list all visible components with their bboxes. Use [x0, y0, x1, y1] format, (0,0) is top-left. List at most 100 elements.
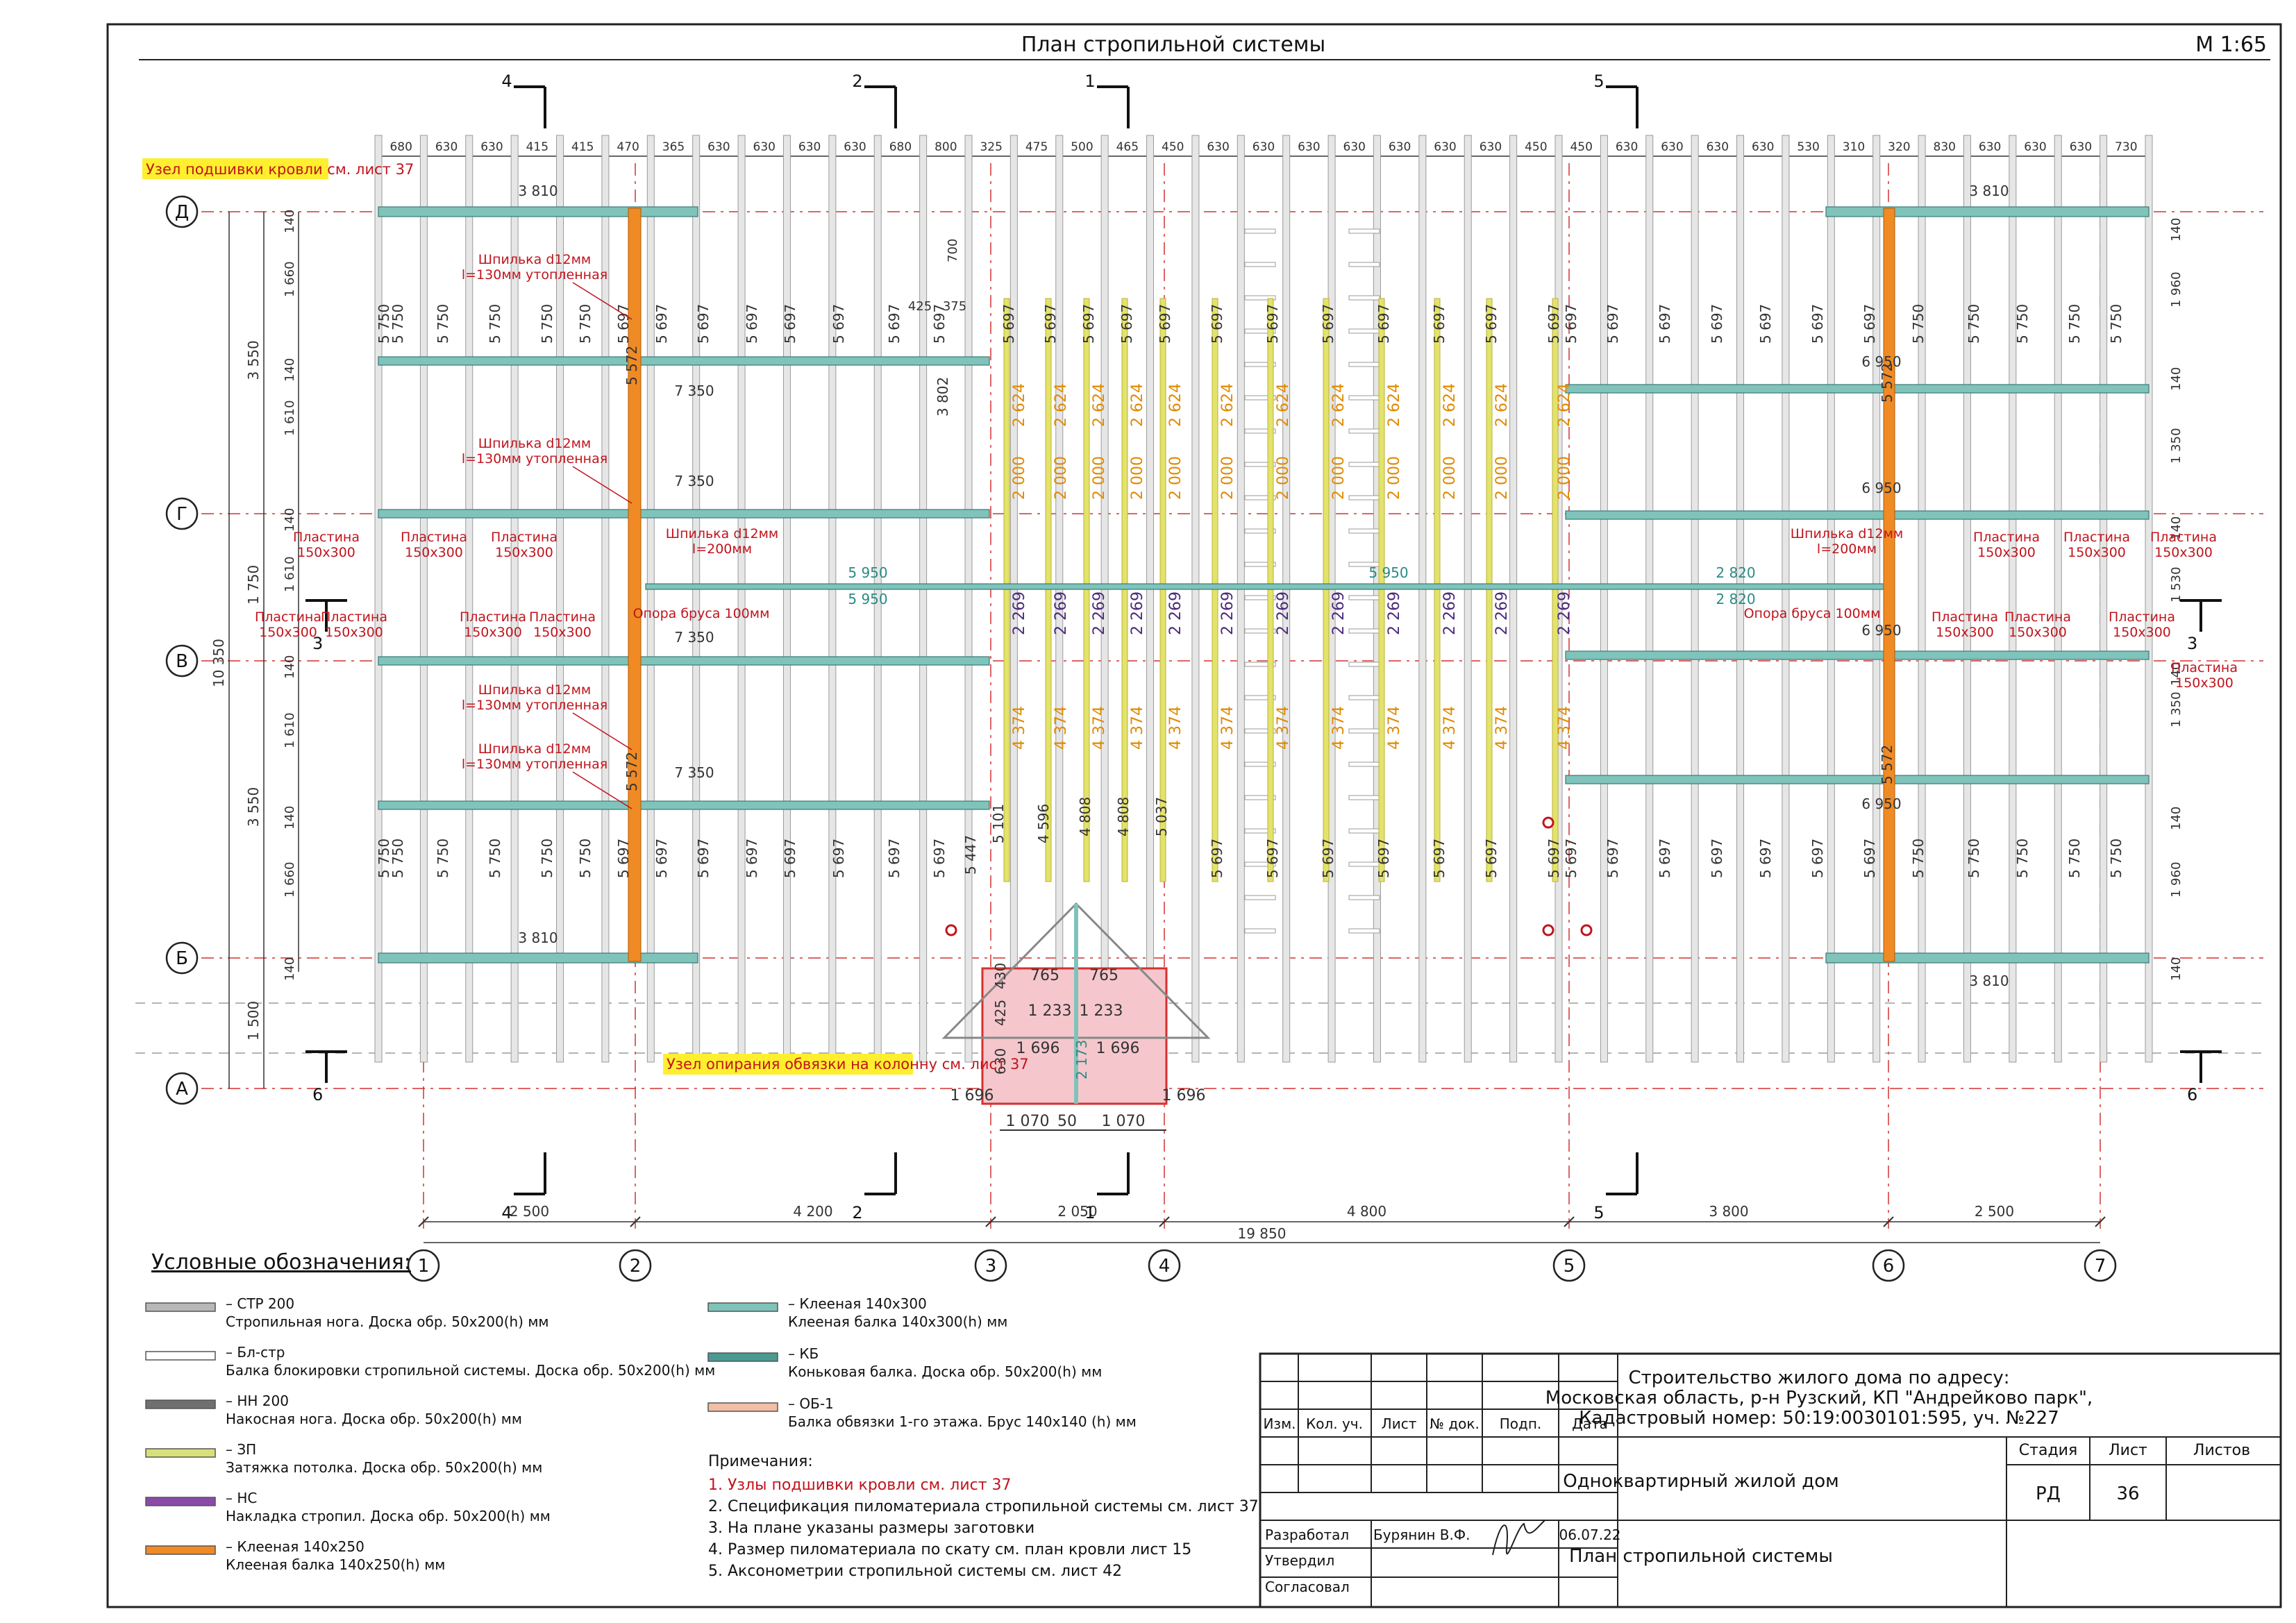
right-dim: 140: [2169, 218, 2184, 242]
rafter-length-top: 5 697: [695, 304, 712, 344]
right-dim: 140: [2169, 662, 2184, 686]
rafter-length-top: 5 697: [1604, 304, 1621, 344]
legend-code: – СТР 200: [226, 1295, 294, 1312]
ridge-beam: [645, 583, 1889, 590]
rafter-blocking: [1348, 628, 1380, 634]
ceiling-tie: [1083, 298, 1090, 882]
tie-len-2000: 2 000: [1011, 456, 1028, 500]
tie-len-4374: 4 374: [1053, 706, 1070, 750]
rafter: [1872, 135, 1881, 1063]
axis-bubble-number: [974, 1249, 1007, 1282]
tie-len-2269: 2 269: [1167, 591, 1184, 635]
rafter-blocking: [1244, 695, 1276, 700]
beam-len-7350: 7 350: [674, 473, 714, 489]
title-block: Строительство жилого дома по адресу: Мос…: [1259, 1352, 2282, 1608]
stamp-role-approver: Утвердил: [1265, 1552, 1334, 1569]
section-mark: 1: [1084, 72, 1130, 128]
axis-bubble-letter: [165, 195, 199, 228]
glulam-beam-b-left: [378, 952, 698, 964]
rafter: [692, 135, 701, 1063]
glulam-beam-v-right: [1565, 650, 2150, 660]
rafter-blocking: [1244, 262, 1276, 267]
tie-len-2269: 2 269: [1129, 591, 1146, 635]
axis-bubble-letter: [165, 644, 199, 678]
section-mark-side-number: 6: [2187, 1085, 2197, 1104]
ceiling-tie: [1121, 298, 1128, 882]
rafter: [782, 135, 791, 1063]
rafter-length-bottom: 5 697: [886, 839, 903, 878]
top-dim-label: 630: [844, 140, 866, 154]
rafter: [2100, 135, 2108, 1063]
stamp-sheets-label: Листов: [2193, 1442, 2250, 1459]
top-dim-label: 470: [617, 140, 639, 154]
rafter-length-top: 5 697: [1809, 304, 1826, 344]
right-dim: 140: [2169, 516, 2184, 540]
rafter: [601, 135, 610, 1063]
rafter-length-bottom: 5 750: [435, 839, 451, 878]
top-dim-label: 630: [753, 140, 776, 154]
tie-len-4374: 4 374: [1219, 706, 1237, 750]
rafter-length-bottom: 5 750: [2014, 839, 2031, 878]
beam-len-6950: 6 950: [1861, 622, 1901, 639]
stamp-date: 06.07.22: [1559, 1527, 1620, 1543]
stamp-author: Бурянин В.Ф.: [1373, 1527, 1470, 1543]
stud-130-callout-b: l=130мм утопленная: [462, 757, 607, 772]
plate-callout-b: 150х300: [2175, 675, 2234, 691]
ceiling-tie: [1212, 298, 1218, 882]
stamp-cadastre: Кадастровый номер: 50:19:0030101:595, уч…: [1579, 1408, 2059, 1429]
rafter-length-top: 5 697: [931, 304, 948, 344]
rafter-length-bottom: 5 697: [615, 839, 632, 878]
rafter-length-bottom: 5 697: [653, 839, 670, 878]
rafter-length-mid-bottom: 5 697: [1320, 839, 1336, 878]
right-dim: 1 960: [2169, 861, 2184, 898]
rafter-blocking: [1348, 728, 1380, 734]
rafter-length-bottom: 5 750: [487, 839, 503, 878]
legend-desc: Накладка стропил. Доска обр. 50х200(h) м…: [226, 1508, 551, 1524]
rafter-len-5572-right-bottom: 5 572: [1879, 745, 1895, 784]
rafter-blocking: [1348, 428, 1380, 434]
tie-len-2000: 2 000: [1493, 456, 1511, 500]
left-inner-dim: 1 660: [283, 261, 297, 297]
rafter-blocking: [1244, 395, 1276, 401]
top-dim-label: 630: [2024, 140, 2046, 154]
left-inner-dim: 140: [283, 508, 297, 532]
axis-bubble-letter: [165, 497, 199, 530]
section-mark-side-number: 3: [312, 634, 323, 653]
left-outer-dim: 1 750: [245, 565, 262, 605]
rafter-blocking: [1348, 595, 1380, 600]
rafter-length-top: 5 697: [886, 304, 903, 344]
rafter-blocking: [1348, 895, 1380, 900]
tie-len-4374: 4 374: [1556, 706, 1573, 750]
beam-support-callout-left: Опора бруса 100мм: [633, 606, 770, 621]
ceiling-tie: [1434, 298, 1441, 882]
tie-len-2624: 2 624: [1167, 383, 1184, 427]
rafter-length-top: 5 750: [2014, 304, 2031, 344]
dim-700: 700: [946, 239, 960, 262]
tie-len-2000: 2 000: [1219, 456, 1237, 500]
glulam-beam-b-right: [1825, 952, 2150, 964]
tie-len-2269: 2 269: [1053, 591, 1070, 635]
beam-len-6950: 6 950: [1861, 353, 1901, 370]
axis-number-label: 3: [985, 1256, 997, 1277]
rafter: [1418, 135, 1427, 1063]
top-dim-label: 415: [571, 140, 594, 154]
note-item: 3. На плане указаны размеры заготовки: [708, 1520, 1034, 1537]
rafter-length-mid-top: 5 697: [1375, 304, 1392, 344]
top-dim-label: 630: [2070, 140, 2092, 154]
legend-desc: Клееная балка 140х250(h) мм: [226, 1556, 445, 1573]
rafter: [646, 135, 655, 1063]
rafter-length-top: 5 697: [1757, 304, 1774, 344]
glulam-250-right: [1883, 208, 1895, 962]
glulam-beam-left-upper: [378, 356, 990, 366]
rafter-length-mid-bottom: 5 697: [1209, 839, 1225, 878]
rafter: [1464, 135, 1472, 1063]
rafter-blocking: [1244, 528, 1276, 534]
tie-len-4374: 4 374: [1493, 706, 1511, 750]
rafter-length-mid-bottom: 5 697: [1431, 839, 1448, 878]
stud-130-callout: Шпилька d12мм: [478, 436, 592, 451]
rafter-length-top: 5 697: [615, 304, 632, 344]
node-column-callout: Узел опирания обвязки на колонну см. лис…: [667, 1056, 1029, 1073]
tie-len-2624: 2 624: [1330, 383, 1348, 427]
rafter-length-bottom: 5 697: [1709, 839, 1725, 878]
rafter-length-top: 5 697: [744, 304, 760, 344]
